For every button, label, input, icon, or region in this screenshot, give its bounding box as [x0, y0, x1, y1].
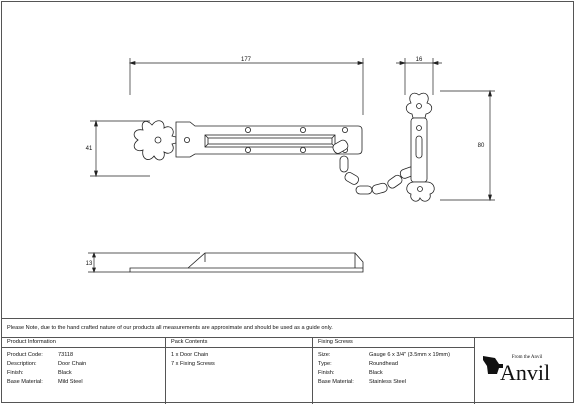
- dimension-label-13: 13: [86, 261, 93, 267]
- disclaimer-note: Please Note, due to the hand crafted nat…: [2, 318, 573, 338]
- table-row: Type:Roundhead: [318, 361, 398, 367]
- side-profile: [129, 252, 364, 273]
- dimension-label-41: 41: [86, 146, 93, 152]
- table-row: Finish:Black: [7, 370, 72, 376]
- product-information-table: Product Information Product Code:73118 D…: [2, 338, 166, 404]
- logo-name: Anvil: [500, 360, 550, 385]
- table-row: Product Code:73118: [7, 352, 74, 358]
- pack-contents-header: Pack Contents: [166, 338, 312, 348]
- anvil-icon: [483, 356, 503, 374]
- table-row: Size:Gauge 6 x 3/4" (3.5mm x 19mm): [318, 352, 450, 358]
- sheet-border: [1, 1, 574, 403]
- list-item: 1 x Door Chain: [171, 352, 209, 358]
- dimension-177: [128, 58, 365, 115]
- logo-tagline: From the Anvil: [512, 355, 543, 360]
- table-row: Base Material:Mild Steel: [7, 379, 83, 385]
- dimension-label-177: 177: [241, 57, 252, 63]
- dimension-label-80: 80: [478, 143, 485, 149]
- front-view-plate: [133, 120, 363, 161]
- pack-contents-table: Pack Contents 1 x Door Chain 7 x Fixing …: [166, 338, 313, 404]
- keeper-plate: [405, 92, 435, 202]
- dimension-label-16: 16: [416, 57, 423, 63]
- dimension-41: [90, 119, 150, 178]
- table-row: Finish:Black: [318, 370, 383, 376]
- fixing-screws-table: Fixing Screws Size:Gauge 6 x 3/4" (3.5mm…: [313, 338, 475, 404]
- product-information-header: Product Information: [2, 338, 165, 348]
- table-row: Base Material:Stainless Steel: [318, 379, 407, 385]
- dimension-13: [88, 252, 200, 273]
- product-drawing: 177 16 80 41 13: [86, 57, 495, 273]
- dimension-80: [440, 89, 495, 202]
- anvil-logo: From the Anvil Anvil: [475, 338, 573, 403]
- fixing-screws-header: Fixing Screws: [313, 338, 474, 348]
- table-row: Description:Door Chain: [7, 361, 87, 367]
- list-item: 7 x Fixing Screws: [171, 361, 215, 367]
- dimension-16: [396, 58, 442, 95]
